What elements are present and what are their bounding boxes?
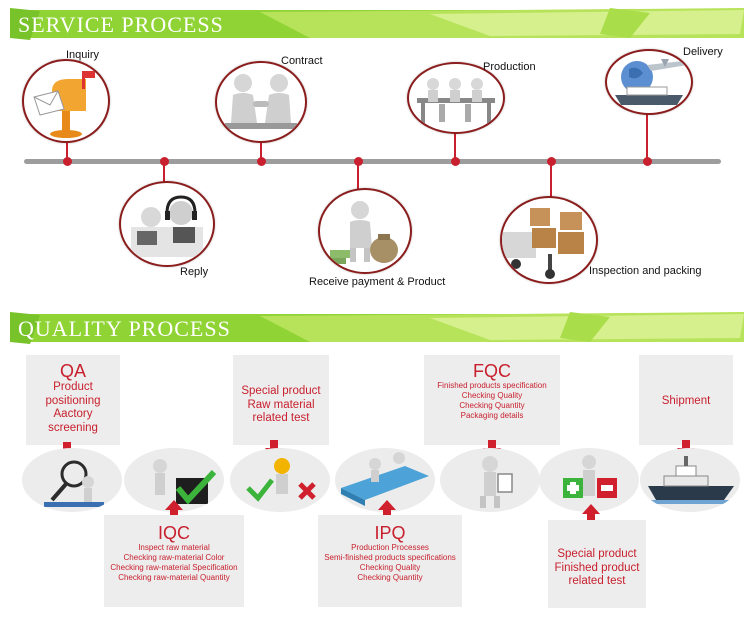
iqc-line: Checking raw-material Specification [110, 563, 238, 572]
service-timeline [24, 159, 721, 164]
green-brush-stroke [10, 312, 744, 344]
product-test-line: Finished product [554, 561, 640, 574]
fqc-heading: FQC [473, 361, 511, 381]
ipq-line: Production Processes [351, 543, 429, 552]
arrow-up-icon [378, 500, 396, 518]
iqc-box: IQC Inspect raw material Checking raw-ma… [104, 515, 244, 607]
product-test-oval [539, 448, 639, 512]
shipment-label: Shipment [661, 395, 711, 407]
qa-box: QA Product positioning Aactory screening [26, 355, 120, 445]
fqc-line: Packaging details [460, 411, 524, 420]
step-label-contract: Contract [281, 55, 323, 67]
payment-circle [318, 188, 412, 274]
fqc-line: Finished products specification [437, 381, 547, 390]
ipq-heading: IPQ [374, 523, 406, 543]
product-test-line: related test [568, 575, 626, 587]
quality-process-title: QUALITY PROCESS [18, 316, 231, 341]
timeline-dot-production [451, 157, 460, 166]
handshake-icon [225, 74, 297, 129]
ipq-box: IPQ Production Processes Semi-finished p… [318, 515, 462, 607]
step-label-inspection: Inspection and packing [589, 265, 702, 277]
green-brush-stroke [10, 8, 744, 40]
timeline-dot-contract [257, 157, 266, 166]
raw-test-line: related test [252, 412, 310, 424]
step-label-inquiry: Inquiry [66, 49, 100, 61]
fqc-line: Checking Quality [461, 391, 523, 400]
timeline-dot-payment [354, 157, 363, 166]
headset-operators-icon [131, 195, 203, 257]
raw-test-line: Raw material [247, 398, 315, 411]
plus-minus-blocks-icon [563, 455, 617, 498]
timeline-dot-inspection [547, 157, 556, 166]
connector-delivery [646, 108, 648, 159]
connector-production [454, 128, 456, 159]
shipment-oval [640, 448, 740, 512]
qa-line: positioning [45, 394, 101, 407]
connector-reply [163, 164, 165, 186]
ipq-line: Semi-finished products specifications [324, 553, 456, 562]
airplane-ship-icon [615, 59, 687, 105]
finished-product-test-box: Special product Finished product related… [548, 520, 646, 608]
ipq-line: Checking Quantity [357, 573, 423, 582]
factory-workers-icon [417, 78, 495, 123]
puzzle-assembly-icon [341, 452, 429, 506]
worker-clipboard-icon [480, 456, 513, 508]
product-test-line: Special product [557, 548, 637, 560]
qa-heading: QA [59, 361, 86, 381]
iqc-line: Checking raw-material Quantity [118, 573, 230, 582]
service-process-title: SERVICE PROCESS [18, 12, 224, 37]
reply-circle [119, 181, 215, 267]
ipq-oval [335, 448, 435, 512]
fqc-line: Checking Quantity [459, 401, 525, 410]
qa-line: Aactory [53, 408, 93, 420]
contract-circle [215, 61, 307, 143]
shipment-box: Shipment [639, 355, 733, 445]
timeline-dot-delivery [643, 157, 652, 166]
connector-inspection [550, 164, 552, 198]
step-label-payment: Receive payment & Product [309, 276, 446, 288]
inspection-circle [500, 196, 598, 284]
qa-line: screening [48, 421, 98, 434]
iqc-heading: IQC [157, 523, 190, 543]
hand-truck-boxes-icon [502, 208, 584, 279]
money-bag-icon [326, 201, 398, 264]
production-circle [407, 62, 505, 134]
ipq-line: Checking Quality [359, 563, 421, 572]
connector-payment [357, 164, 359, 190]
quality-process-banner: QUALITY PROCESS [10, 312, 744, 344]
magnifier-inspection-icon [44, 460, 104, 507]
qa-line: Product [53, 381, 93, 393]
iqc-line: Inspect raw material [138, 543, 210, 552]
raw-test-line: Special product [241, 385, 321, 397]
checkmark-box-icon [153, 459, 217, 505]
timeline-dot-reply [160, 157, 169, 166]
raw-material-test-box: Special product Raw material related tes… [233, 355, 329, 445]
iqc-line: Checking raw-material Color [123, 553, 225, 562]
arrow-up-icon [165, 500, 183, 518]
raw-test-oval [230, 448, 330, 512]
timeline-dot-inquiry [63, 157, 72, 166]
cargo-ship-icon [648, 456, 734, 504]
mailbox-icon [33, 71, 95, 138]
service-process-banner: SERVICE PROCESS [10, 8, 744, 40]
fqc-oval [440, 448, 540, 512]
fqc-box: FQC Finished products specification Chec… [424, 355, 560, 445]
step-label-reply: Reply [180, 266, 209, 278]
inquiry-circle [22, 59, 110, 143]
connector-contract [260, 138, 262, 159]
qa-oval [22, 448, 122, 512]
step-label-production: Production [483, 61, 536, 73]
delivery-circle [605, 49, 693, 115]
arrow-up-icon [582, 504, 600, 522]
step-label-delivery: Delivery [683, 46, 723, 58]
check-cross-icon [246, 458, 316, 502]
